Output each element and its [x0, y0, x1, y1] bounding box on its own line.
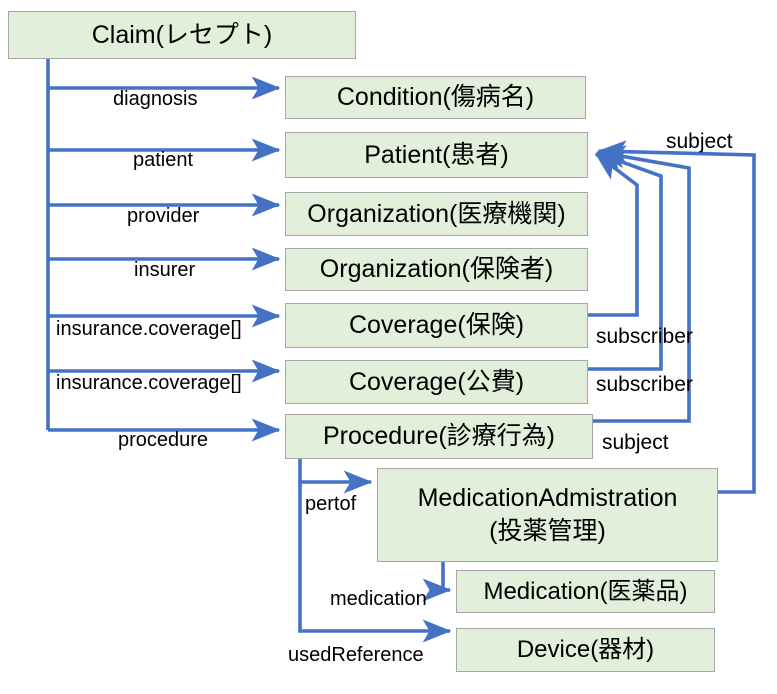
edge-procedure-medadmin [298, 459, 373, 494]
edge-label-pertof: pertof [305, 493, 357, 515]
edge-label-insurance-coverage-2: insurance.coverage[] [56, 372, 242, 394]
node-medication-administration[interactable]: MedicationAdmistration (投薬管理) [377, 468, 718, 562]
node-device-label: Device(器材) [516, 636, 655, 664]
edge-coverage-kohi-patient [588, 151, 663, 371]
node-procedure[interactable]: Procedure(診療行為) [285, 414, 593, 459]
node-medication-label: Medication(医薬品) [483, 577, 688, 605]
edge-label-procedure: procedure [118, 429, 209, 451]
node-organization-insurer-label: Organization(保険者) [319, 255, 554, 284]
edge-label-diagnosis: diagnosis [113, 88, 198, 110]
node-procedure-label: Procedure(診療行為) [323, 422, 555, 451]
edge-label-medication: medication [330, 588, 427, 610]
edge-label-subject-procedure: subject [602, 431, 669, 454]
edge-medadmin-patient [597, 140, 756, 494]
node-patient[interactable]: Patient(患者) [285, 132, 588, 178]
node-organization-insurer[interactable]: Organization(保険者) [285, 248, 588, 291]
edge-procedure-device [298, 482, 452, 643]
edge-medadmin-medication [422, 562, 452, 602]
node-patient-label: Patient(患者) [364, 140, 509, 169]
edge-label-used-reference: usedReference [288, 644, 424, 666]
node-claim-label: Claim(レセプト) [91, 20, 273, 49]
node-organization-medical-label: Organization(医療機関) [307, 199, 566, 228]
edge-label-insurance-coverage-1: insurance.coverage[] [56, 318, 242, 340]
edge-label-provider: provider [127, 205, 200, 227]
node-medication-administration-line2: (投薬管理) [489, 517, 606, 545]
node-condition-label: Condition(傷病名) [336, 83, 535, 112]
edge-label-subscriber-1: subscriber [596, 325, 693, 348]
node-coverage-kohi-label: Coverage(公費) [348, 367, 525, 396]
node-organization-medical[interactable]: Organization(医療機関) [285, 192, 588, 236]
edge-procedure-patient [593, 145, 691, 423]
node-coverage-kohi[interactable]: Coverage(公費) [285, 360, 588, 404]
edge-label-insurer: insurer [134, 259, 196, 281]
node-medication-administration-line1: MedicationAdmistration [417, 484, 678, 513]
node-medication[interactable]: Medication(医薬品) [456, 570, 715, 613]
edge-label-patient: patient [133, 149, 194, 171]
edge-coverage-hoken-patient [588, 152, 639, 317]
node-coverage-hoken[interactable]: Coverage(保険) [285, 303, 588, 348]
node-condition[interactable]: Condition(傷病名) [285, 76, 586, 119]
edge-label-subscriber-2: subscriber [596, 373, 693, 396]
node-coverage-hoken-label: Coverage(保険) [348, 311, 525, 340]
node-claim[interactable]: Claim(レセプト) [8, 11, 356, 59]
edge-label-subject-top: subject [666, 130, 733, 153]
node-device[interactable]: Device(器材) [456, 628, 715, 672]
